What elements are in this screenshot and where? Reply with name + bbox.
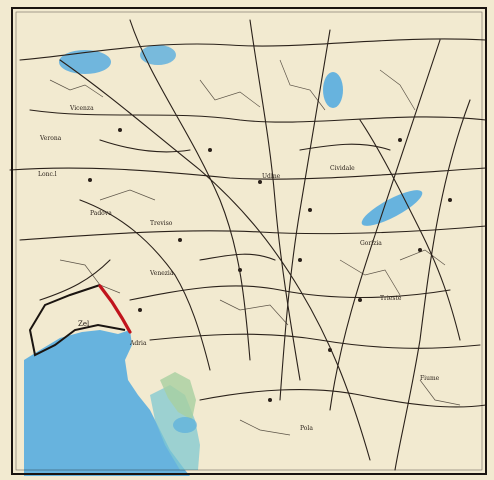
lake-north-east [323, 72, 343, 108]
label-pola: Pola [300, 425, 313, 432]
label-padova: Padova [90, 210, 112, 217]
lake-north-west [59, 50, 111, 74]
label-zel: Zel [78, 320, 90, 328]
road-network [9, 19, 487, 471]
lake-east-long [361, 190, 423, 226]
label-udine: Udine [262, 173, 281, 180]
label-loncl: Lonc.l [38, 171, 57, 178]
place-labels: Lonc.l Zel Udine Cividale Treviso Padova… [38, 105, 440, 432]
label-trieste: Trieste [380, 295, 402, 302]
lake-north-west-2 [140, 45, 176, 65]
label-adria: Adria [129, 340, 147, 347]
label-vicenza: Vicenza [69, 105, 94, 112]
sea-area [24, 330, 190, 476]
label-fiume: Fiume [420, 375, 440, 382]
label-verona: Verona [39, 135, 62, 142]
map-border-inner [15, 11, 483, 471]
settlement-dots [88, 128, 452, 402]
territory-boundary [28, 284, 126, 357]
red-boundary-line [98, 284, 132, 334]
label-treviso: Treviso [150, 220, 173, 227]
label-gorizia: Gorizia [360, 240, 382, 247]
coastal-land [160, 372, 196, 420]
lagoon-small [173, 417, 197, 433]
map-border [11, 7, 487, 475]
water-layer [24, 45, 423, 476]
detail-strokes [49, 59, 461, 436]
label-venezia: Venezia [149, 270, 174, 277]
label-cividale: Cividale [330, 165, 355, 172]
